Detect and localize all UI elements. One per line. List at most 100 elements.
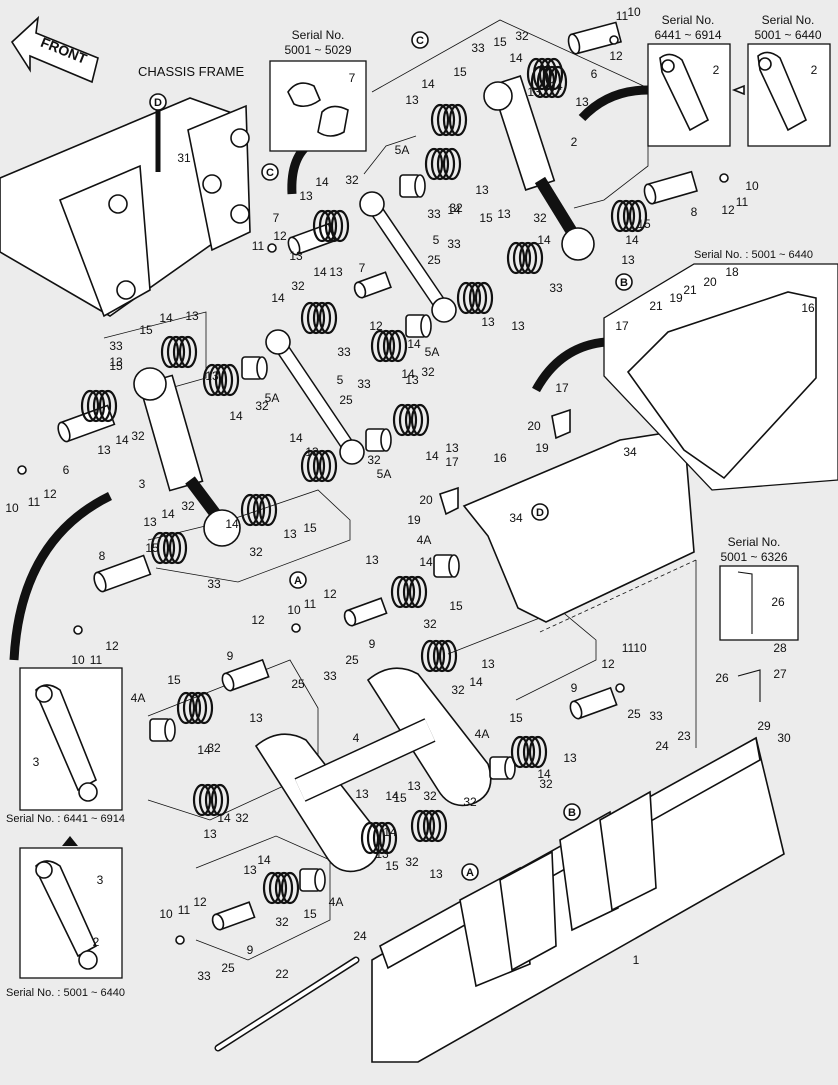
part-number-label: 13 — [185, 309, 199, 323]
front-arrow: FRONT — [10, 15, 99, 84]
part-number-label: 22 — [275, 967, 289, 981]
part-number-label: 6 — [591, 67, 598, 81]
part-number-label: 11 — [736, 195, 749, 209]
part-number-label: 13 — [283, 527, 297, 541]
bushing — [365, 428, 392, 452]
part-number-label: 14 — [625, 233, 639, 247]
bushing-end — [414, 174, 426, 198]
spring-coil — [92, 389, 112, 423]
marker-circle — [461, 863, 479, 881]
spring-washer — [300, 301, 338, 335]
reference-marker-a: A — [461, 863, 479, 881]
marker-circle — [289, 571, 307, 589]
washer — [615, 683, 625, 693]
part-number-label: 3 — [33, 755, 40, 769]
link-5-upper — [359, 191, 457, 323]
reference-marker-b: B — [563, 803, 581, 821]
reference-marker-c: C — [261, 163, 279, 181]
spring-coil — [428, 809, 448, 843]
part-number-label: 4A — [417, 533, 432, 547]
part-number-label: 14 — [197, 743, 211, 757]
part-number-label: 13 — [511, 319, 525, 333]
part-number-label: 4 — [353, 731, 360, 745]
part-number-label: 10 — [745, 179, 759, 193]
spring-coil — [390, 575, 410, 609]
spring-washer — [510, 735, 548, 769]
link-fill — [272, 336, 358, 458]
part-number-label: 2 — [571, 135, 578, 149]
part-number-label: 13 — [475, 183, 489, 197]
spring-coil — [424, 147, 444, 181]
part-number-label: 33 — [197, 969, 211, 983]
spring-coil — [318, 209, 338, 243]
spring-coil — [252, 493, 272, 527]
part-number-label: 12 — [323, 587, 337, 601]
spring-coil — [388, 329, 408, 363]
part-number-label: 32 — [367, 453, 381, 467]
inset-serial-range: 6441 ~ 6914 — [654, 28, 721, 42]
part-number-label: 5A — [395, 143, 410, 157]
part-number-label: 25 — [627, 707, 641, 721]
spring-coil — [410, 809, 430, 843]
part-number-label: 3 — [97, 873, 104, 887]
part-number-label: 10 — [5, 501, 19, 515]
spring-coil — [86, 389, 106, 423]
part-number-label: 10 — [633, 641, 647, 655]
spring-coil — [512, 241, 532, 275]
pin-end — [57, 421, 71, 443]
reference-marker-d: D — [149, 93, 167, 111]
group-bracket — [195, 835, 331, 961]
inset-serial-label: Serial No. — [662, 13, 715, 27]
link-eye — [265, 329, 291, 355]
part-number-label: 12 — [369, 319, 383, 333]
part-number-label: 14 — [225, 517, 239, 531]
part-number-label: 14 — [115, 433, 129, 447]
pin-9 — [211, 901, 256, 931]
guard-plate-16 — [462, 429, 695, 623]
part-number-label: 15 — [139, 323, 153, 337]
spring-coil — [166, 335, 186, 369]
part-number-label: 7 — [349, 71, 356, 85]
pin-end — [211, 913, 225, 931]
inset-serial-5001-5029: Serial No. 5001 ~ 5029 — [269, 28, 367, 152]
spring-washer — [160, 335, 198, 369]
spring-coil — [318, 301, 338, 335]
part-number-label: 15 — [109, 359, 123, 373]
link-eye — [359, 191, 385, 217]
part-number-label: 27 — [773, 667, 787, 681]
inset-serial-6441-6914-left: Serial No. : 6441 ~ 6914 — [6, 667, 125, 825]
part-number-label: 15 — [385, 859, 399, 873]
washer — [73, 625, 83, 635]
inset-serial-5001-6440-right: Serial No. : 5001 ~ 6440 — [603, 249, 838, 491]
inset-serial-range: 5001 ~ 6440 — [754, 28, 821, 42]
part-number-label: 5 — [337, 373, 344, 387]
part-number-label: 32 — [515, 29, 529, 43]
part-number-label: 19 — [535, 441, 549, 455]
spring-washer — [610, 199, 648, 233]
part-number-label: 14 — [257, 853, 271, 867]
bushing — [241, 356, 268, 380]
part-number-label: 4A — [329, 895, 344, 909]
spring-coil — [280, 871, 300, 905]
part-number-label: 1 — [633, 953, 640, 967]
spring-washer — [430, 103, 468, 137]
part-number-label: 13 — [375, 847, 389, 861]
part-number-label: 13 — [143, 515, 157, 529]
spring-coil — [404, 403, 424, 437]
spring-coil — [258, 493, 278, 527]
part-number-label: 12 — [273, 229, 287, 243]
pin-end — [343, 609, 357, 627]
part-number-label: 13 — [497, 207, 511, 221]
inset-serial-5001-6440-bottom: Serial No. : 5001 ~ 6440 — [6, 836, 125, 999]
part-number-label: 14 — [447, 203, 461, 217]
part-number-label: 5A — [377, 467, 392, 481]
group-bracket — [363, 135, 417, 175]
spring-coil — [392, 403, 412, 437]
inset-serial-range: 5001 ~ 6326 — [720, 550, 787, 564]
pin-8 — [93, 554, 152, 593]
reference-marker-d: D — [531, 503, 549, 521]
part-number-label: 14 — [407, 337, 421, 351]
part-number-label: 11 — [28, 495, 41, 509]
part-number-label: 13 — [109, 355, 123, 369]
part-number-label: 4A — [475, 727, 490, 741]
